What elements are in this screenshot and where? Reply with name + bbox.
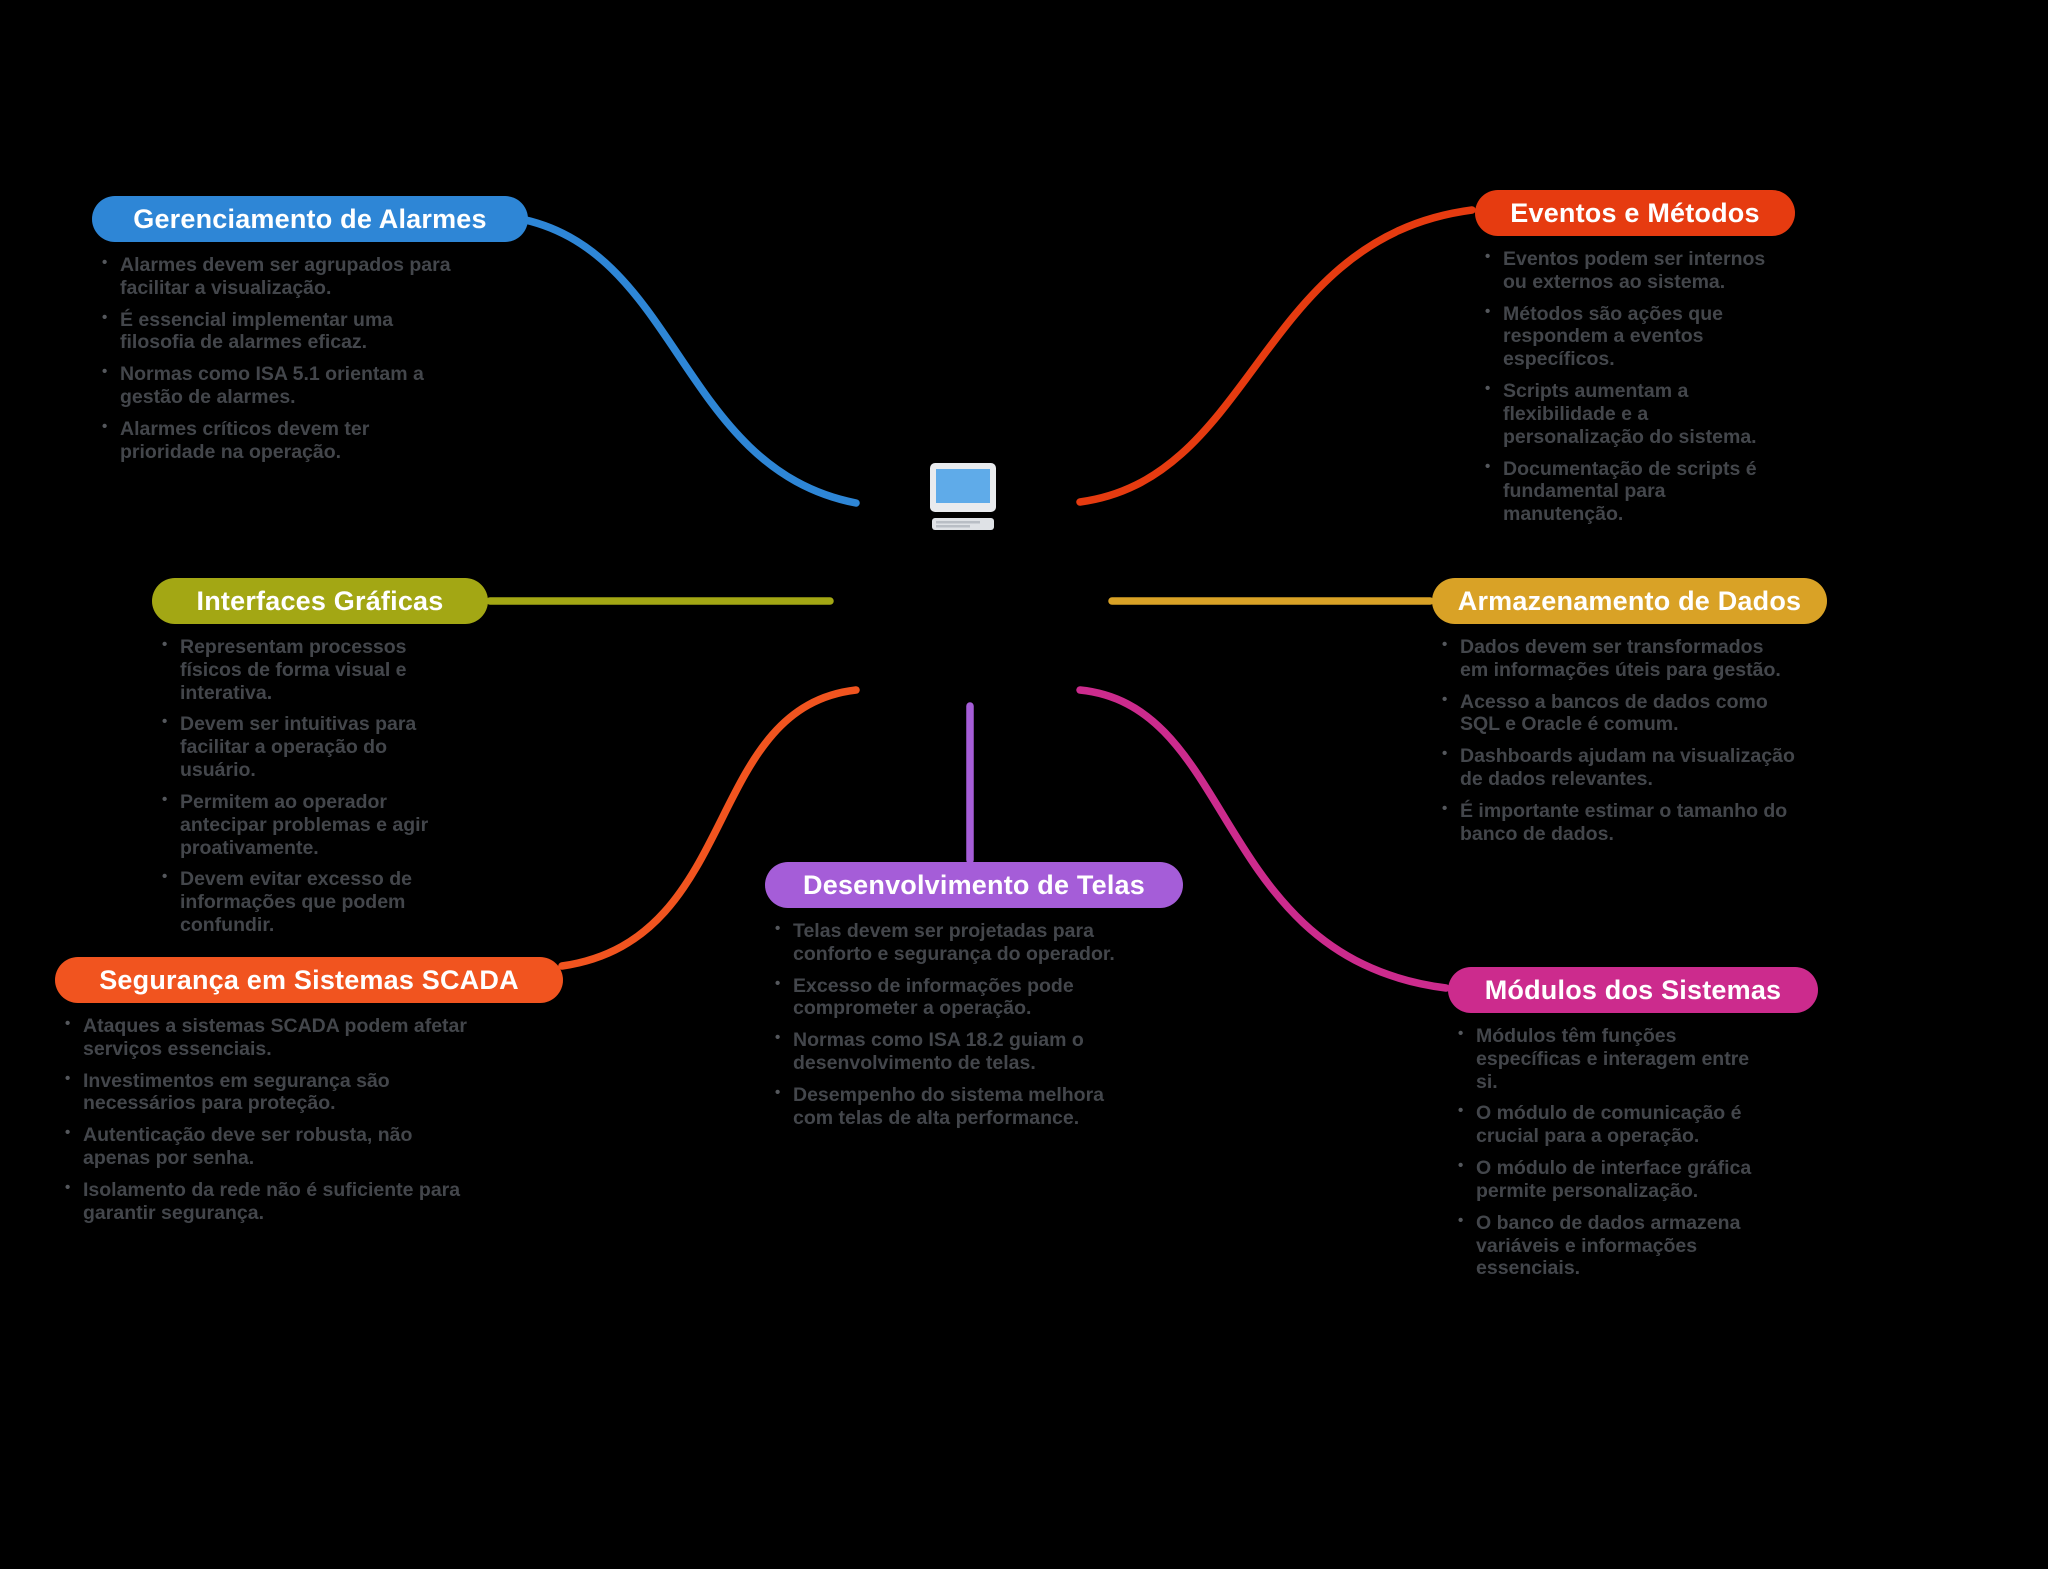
desktop-computer-icon	[930, 463, 996, 530]
bullet-item: O módulo de comunicação é crucial para a…	[1456, 1102, 1774, 1148]
node-bullets: Dados devem ser transformados em informa…	[1440, 636, 1796, 846]
node-seguranca-em-sistemas-scada: Segurança em Sistemas SCADA Ataques a si…	[55, 957, 563, 1234]
node-interfaces-graficas: Interfaces Gráficas Representam processo…	[152, 578, 488, 946]
bullet-item: O módulo de interface gráfica permite pe…	[1456, 1157, 1774, 1203]
bullet-item: Normas como ISA 18.2 guiam o desenvolvim…	[773, 1029, 1145, 1075]
bullet-item: Scripts aumentam a flexibilidade e a per…	[1483, 380, 1775, 448]
bullet-item: Alarmes devem ser agrupados para facilit…	[100, 254, 460, 300]
bullet-item: Desempenho do sistema melhora com telas …	[773, 1084, 1145, 1130]
bullet-item: Eventos podem ser internos ou externos a…	[1483, 248, 1775, 294]
bullet-item: É essencial implementar uma filosofia de…	[100, 309, 460, 355]
node-armazenamento-de-dados: Armazenamento de Dados Dados devem ser t…	[1432, 578, 1827, 855]
bullet-item: Representam processos físicos de forma v…	[160, 636, 468, 704]
node-bullets: Representam processos físicos de forma v…	[160, 636, 468, 937]
node-title-pill[interactable]: Armazenamento de Dados	[1432, 578, 1827, 624]
node-title-pill[interactable]: Interfaces Gráficas	[152, 578, 488, 624]
bullet-item: Isolamento da rede não é suficiente para…	[63, 1179, 475, 1225]
connector-modulos-dos-sistemas	[1076, 686, 1450, 992]
node-bullets: Telas devem ser projetadas para conforto…	[773, 920, 1145, 1130]
bullet-item: Telas devem ser projetadas para conforto…	[773, 920, 1145, 966]
connector-gerenciamento-de-alarmes	[512, 214, 860, 507]
bullet-item: Ataques a sistemas SCADA podem afetar se…	[63, 1015, 475, 1061]
node-title-pill[interactable]: Desenvolvimento de Telas	[765, 862, 1183, 908]
node-bullets: Ataques a sistemas SCADA podem afetar se…	[63, 1015, 475, 1225]
bullet-item: É importante estimar o tamanho do banco …	[1440, 800, 1796, 846]
node-gerenciamento-de-alarmes: Gerenciamento de Alarmes Alarmes devem s…	[92, 196, 528, 473]
bullet-item: Módulos têm funções específicas e intera…	[1456, 1025, 1774, 1093]
connector-seguranca-em-sistemas-scada	[558, 686, 860, 970]
bullet-item: Devem ser intuitivas para facilitar a op…	[160, 713, 468, 781]
node-eventos-e-metodos: Eventos e Métodos Eventos podem ser inte…	[1475, 190, 1795, 535]
node-title-pill[interactable]: Módulos dos Sistemas	[1448, 967, 1818, 1013]
bullet-item: Devem evitar excesso de informações que …	[160, 868, 468, 936]
bullet-item: Métodos são ações que respondem a evento…	[1483, 303, 1775, 371]
node-title-pill[interactable]: Segurança em Sistemas SCADA	[55, 957, 563, 1003]
node-bullets: Módulos têm funções específicas e intera…	[1456, 1025, 1774, 1280]
node-title-pill[interactable]: Eventos e Métodos	[1475, 190, 1795, 236]
bullet-item: Documentação de scripts é fundamental pa…	[1483, 458, 1775, 526]
bullet-item: Dashboards ajudam na visualização de dad…	[1440, 745, 1796, 791]
bullet-item: O banco de dados armazena variáveis e in…	[1456, 1212, 1774, 1280]
root-node[interactable]	[926, 460, 1000, 534]
bullet-item: Alarmes críticos devem ter prioridade na…	[100, 418, 460, 464]
bullet-item: Dados devem ser transformados em informa…	[1440, 636, 1796, 682]
bullet-item: Acesso a bancos de dados como SQL e Orac…	[1440, 691, 1796, 737]
connector-eventos-e-metodos	[1076, 206, 1476, 506]
bullet-item: Permitem ao operador antecipar problemas…	[160, 791, 468, 859]
node-desenvolvimento-de-telas: Desenvolvimento de Telas Telas devem ser…	[765, 862, 1183, 1139]
bullet-item: Normas como ISA 5.1 orientam a gestão de…	[100, 363, 460, 409]
node-bullets: Eventos podem ser internos ou externos a…	[1483, 248, 1775, 526]
node-bullets: Alarmes devem ser agrupados para facilit…	[100, 254, 460, 464]
bullet-item: Excesso de informações pode comprometer …	[773, 975, 1145, 1021]
node-modulos-dos-sistemas: Módulos dos Sistemas Módulos têm funções…	[1448, 967, 1818, 1289]
bullet-item: Autenticação deve ser robusta, não apena…	[63, 1124, 475, 1170]
bullet-item: Investimentos em segurança são necessári…	[63, 1070, 475, 1116]
node-title-pill[interactable]: Gerenciamento de Alarmes	[92, 196, 528, 242]
